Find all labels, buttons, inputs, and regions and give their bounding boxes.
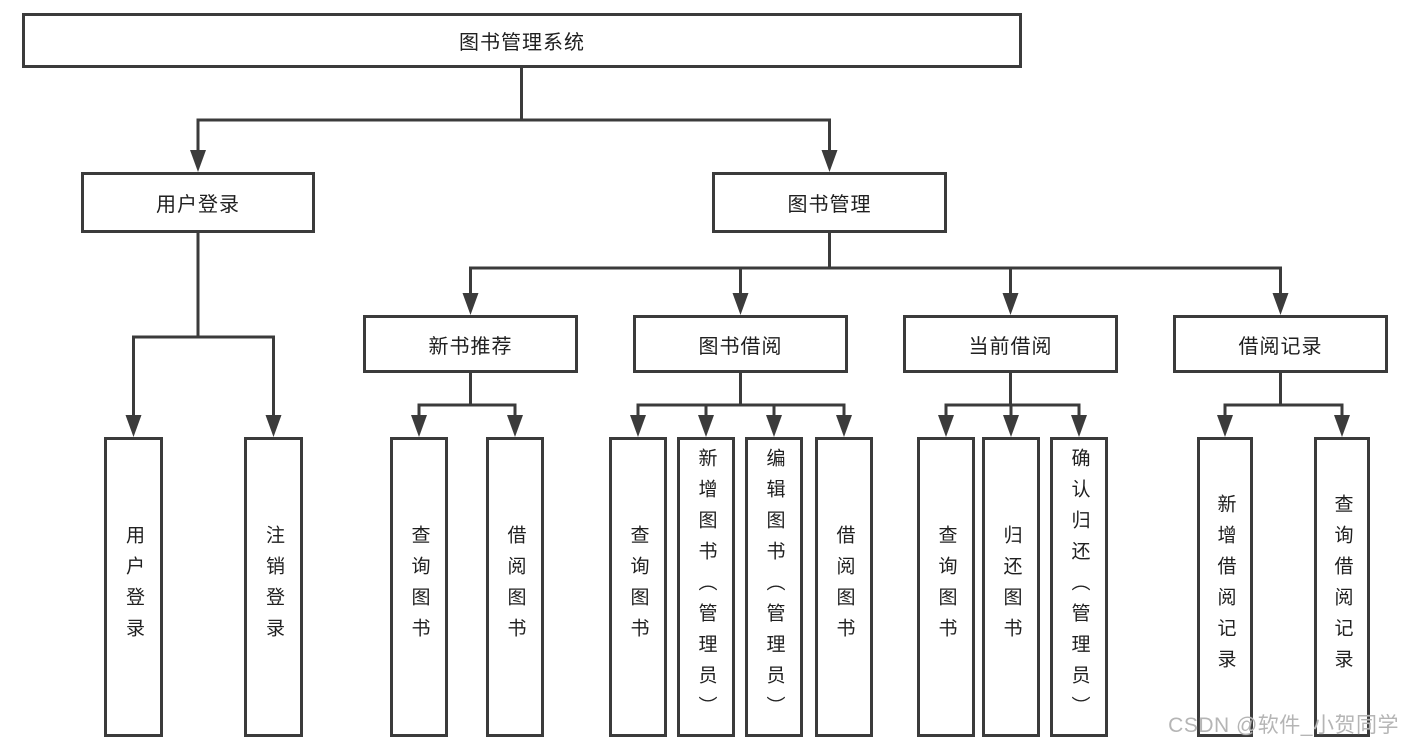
node-label: 用户登录 — [156, 194, 240, 216]
leaf-label: 借阅图书 — [504, 525, 526, 649]
leaf-label: 查询图书 — [408, 525, 430, 649]
leaf-query-books-borrow: 查询图书 — [609, 437, 667, 737]
leaf-label: 借阅图书 — [833, 525, 855, 649]
node-label: 当前借阅 — [968, 335, 1053, 358]
leaf-query-books-recommend: 查询图书 — [390, 437, 448, 737]
node-user-login: 用户登录 — [81, 172, 315, 233]
leaf-label: 查询图书 — [935, 525, 957, 649]
leaf-query-borrow-record: 查询借阅记录 — [1314, 437, 1370, 737]
leaf-query-books-current: 查询图书 — [917, 437, 975, 737]
node-label: 图书管理 — [787, 194, 872, 216]
leaf-label: 查询借阅记录 — [1331, 494, 1353, 680]
node-label: 新书推荐 — [428, 335, 513, 358]
node-book-borrowing: 图书借阅 — [633, 315, 848, 373]
node-new-book-recommendation: 新书推荐 — [363, 315, 578, 373]
node-book-management: 图书管理 — [712, 172, 947, 233]
node-label: 图书借阅 — [698, 335, 783, 358]
leaf-label: 归还图书 — [1000, 525, 1022, 649]
node-label: 图书管理系统 — [459, 32, 585, 54]
leaf-label: 编辑图书（管理员） — [763, 447, 785, 727]
node-label: 借阅记录 — [1238, 335, 1323, 358]
leaf-user-login: 用户登录 — [104, 437, 163, 737]
leaf-borrow-books: 借阅图书 — [815, 437, 873, 737]
leaf-label: 确认归还（管理员） — [1068, 447, 1090, 727]
leaf-add-borrow-record: 新增借阅记录 — [1197, 437, 1253, 737]
leaf-label: 用户登录 — [123, 525, 144, 649]
csdn-watermark: CSDN @软件_小贺同学 — [1168, 714, 1399, 737]
node-current-borrowing: 当前借阅 — [903, 315, 1118, 373]
leaf-return-books: 归还图书 — [982, 437, 1040, 737]
leaf-logout: 注销登录 — [244, 437, 303, 737]
node-borrowing-records: 借阅记录 — [1173, 315, 1388, 373]
leaf-borrow-books-recommend: 借阅图书 — [486, 437, 544, 737]
leaf-confirm-return-admin: 确认归还（管理员） — [1050, 437, 1108, 737]
leaf-label: 查询图书 — [627, 525, 649, 649]
node-library-management-system: 图书管理系统 — [22, 13, 1022, 68]
leaf-edit-books-admin: 编辑图书（管理员） — [745, 437, 803, 737]
leaf-label: 新增图书（管理员） — [695, 447, 717, 727]
leaf-label: 注销登录 — [263, 525, 284, 649]
leaf-add-books-admin: 新增图书（管理员） — [677, 437, 735, 737]
leaf-label: 新增借阅记录 — [1214, 494, 1236, 680]
